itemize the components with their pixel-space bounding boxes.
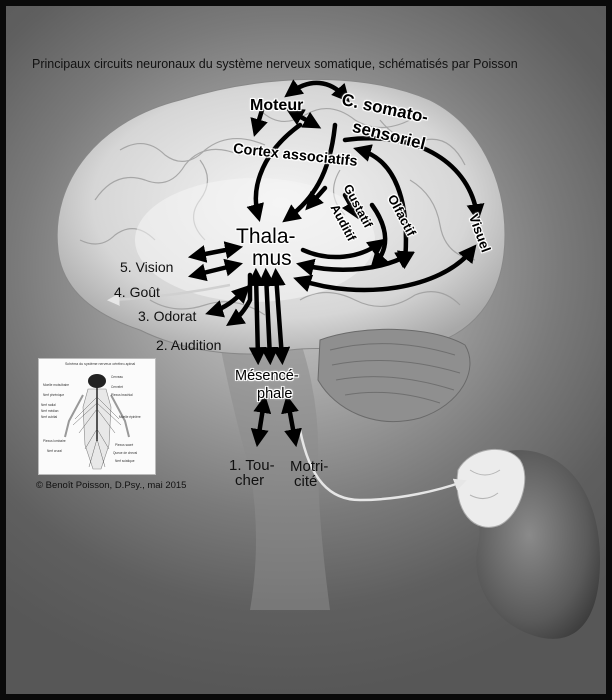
nervous-system-inset: Schéma du système nerveux cérébro-spinal…	[38, 358, 156, 475]
label-motricite-2: cité	[294, 473, 318, 490]
inset-right-label: Moelle épinière	[119, 415, 141, 419]
inset-left-label: Nerf radial	[41, 403, 56, 407]
inset-right-label: Queue de cheval	[113, 451, 138, 455]
inset-right-label: Cervelet	[111, 385, 123, 389]
label-motricite-1: Motri-	[290, 458, 329, 475]
label-toucher-2: cher	[235, 472, 265, 489]
cerebellum	[317, 328, 471, 422]
inset-right-label: Cerveau	[111, 375, 124, 379]
label-audition: 2. Audition	[156, 337, 222, 353]
diagram-artwork	[56, 78, 600, 639]
inset-right-label: Plexus brachial	[111, 393, 133, 397]
inset-left-label: Nerf cubital	[41, 415, 58, 419]
inset-left-label: Moelle mobulbaire	[43, 383, 70, 387]
inset-title: Schéma du système nerveux cérébro-spinal	[65, 362, 136, 366]
label-odorat: 3. Odorat	[138, 308, 197, 324]
inset-left-label: Plexus lombaire	[43, 439, 66, 443]
copyright-notice: © Benoît Poisson, D.Psy., mai 2015	[36, 480, 187, 491]
label-thalamus-1: Thala-	[236, 225, 296, 248]
label-vision: 5. Vision	[120, 259, 174, 275]
inset-right-label: Plexus sacré	[115, 443, 134, 447]
figure-caption: Principaux circuits neuronaux du système…	[32, 57, 518, 71]
inset-right-label: Nerf sciatique	[115, 459, 135, 463]
body-silhouette	[64, 374, 130, 470]
pathway-arrows	[187, 79, 485, 448]
label-toucher-1: 1. Tou-	[229, 457, 275, 474]
inset-left-label: Nerf phrénique	[43, 393, 65, 397]
spinal-section	[456, 448, 526, 528]
label-mesencephale-2: phale	[257, 386, 293, 402]
label-thalamus-2: mus	[252, 247, 292, 270]
inset-left-label: Nerf médian	[41, 409, 59, 413]
inset-left-label: Nerf crural	[47, 449, 62, 453]
label-gout: 4. Goût	[114, 284, 160, 300]
label-mesencephale-1: Mésencé-	[235, 368, 299, 384]
motricite-nerve	[298, 429, 467, 502]
brainstem	[220, 340, 330, 610]
label-moteur: Moteur	[250, 97, 304, 114]
